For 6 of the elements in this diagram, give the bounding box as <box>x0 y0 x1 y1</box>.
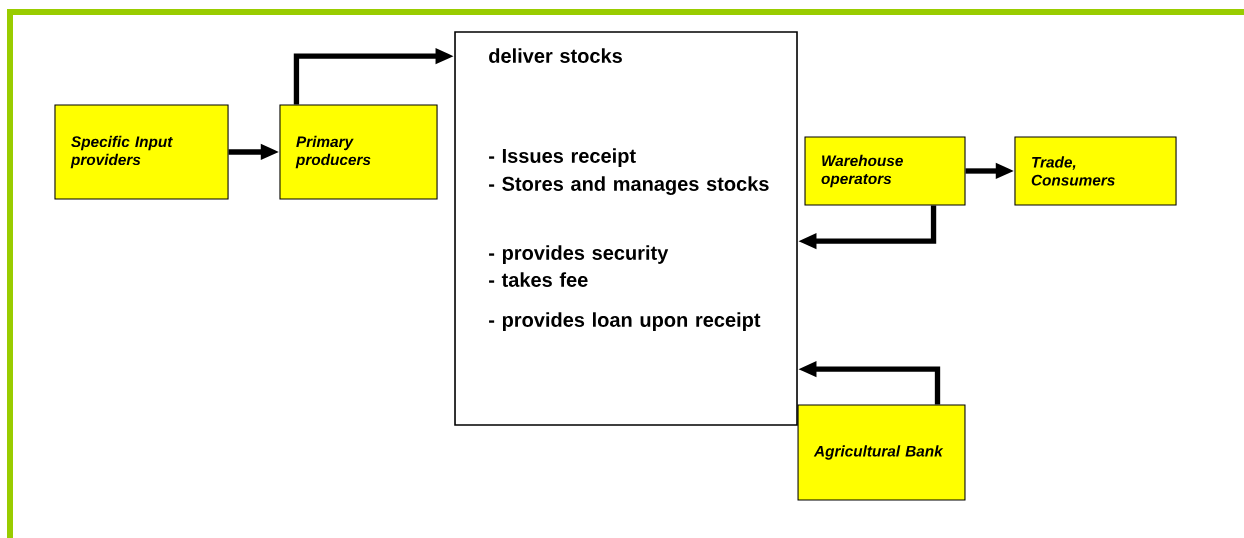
process-box: Trade, Consumers <box>1014 136 1177 206</box>
process-box: Primary producers <box>279 104 438 200</box>
process-box: Agricultural Bank <box>797 404 966 501</box>
process-box: Warehouse operators <box>804 136 966 206</box>
process-box: Specific Input providers <box>54 104 229 200</box>
text-box: deliver stocks - Issues receipt - Stores and manages stocks - provides security - takes fee - provides loan upon receipt <box>454 31 798 426</box>
